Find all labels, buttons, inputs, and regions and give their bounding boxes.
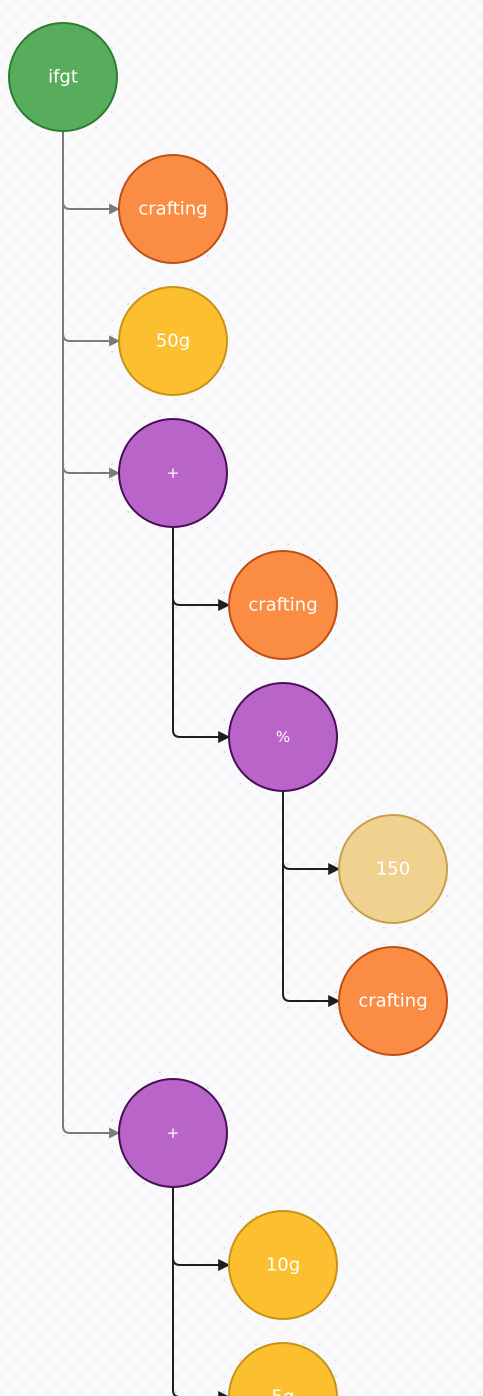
node-circle [118, 154, 228, 264]
node-circle [228, 682, 338, 792]
edge-plus-to-10g [172, 1187, 231, 1271]
node-plus[interactable]: + [118, 1078, 228, 1188]
node-50g[interactable]: 50g [118, 286, 228, 396]
edge-plus-to-5g [172, 1187, 231, 1396]
node-circle [228, 1210, 338, 1320]
node-circle [228, 550, 338, 660]
edges-layer [62, 131, 341, 1396]
edge-ifgt-to-50g [62, 131, 121, 347]
edge-plus-to-percent [172, 527, 231, 743]
node-circle [338, 946, 448, 1056]
edge-percent-to-150 [282, 791, 341, 875]
node-plus[interactable]: + [118, 418, 228, 528]
node-150[interactable]: 150 [338, 814, 448, 924]
edge-plus-to-crafting [172, 527, 231, 611]
node-circle [228, 1342, 338, 1396]
edge-ifgt-to-plus [62, 131, 121, 1139]
edge-ifgt-to-crafting [62, 131, 121, 215]
node-percent[interactable]: % [228, 682, 338, 792]
nodes-layer: ifgtcrafting50g+crafting%150crafting+10g… [8, 22, 448, 1396]
node-circle [8, 22, 118, 132]
node-crafting[interactable]: crafting [228, 550, 338, 660]
node-crafting[interactable]: crafting [338, 946, 448, 1056]
node-5g[interactable]: 5g [228, 1342, 338, 1396]
node-circle [118, 1078, 228, 1188]
node-ifgt[interactable]: ifgt [8, 22, 118, 132]
node-circle [338, 814, 448, 924]
node-10g[interactable]: 10g [228, 1210, 338, 1320]
node-circle [118, 286, 228, 396]
edge-percent-to-crafting [282, 791, 341, 1007]
node-circle [118, 418, 228, 528]
node-crafting[interactable]: crafting [118, 154, 228, 264]
edge-ifgt-to-plus [62, 131, 121, 479]
